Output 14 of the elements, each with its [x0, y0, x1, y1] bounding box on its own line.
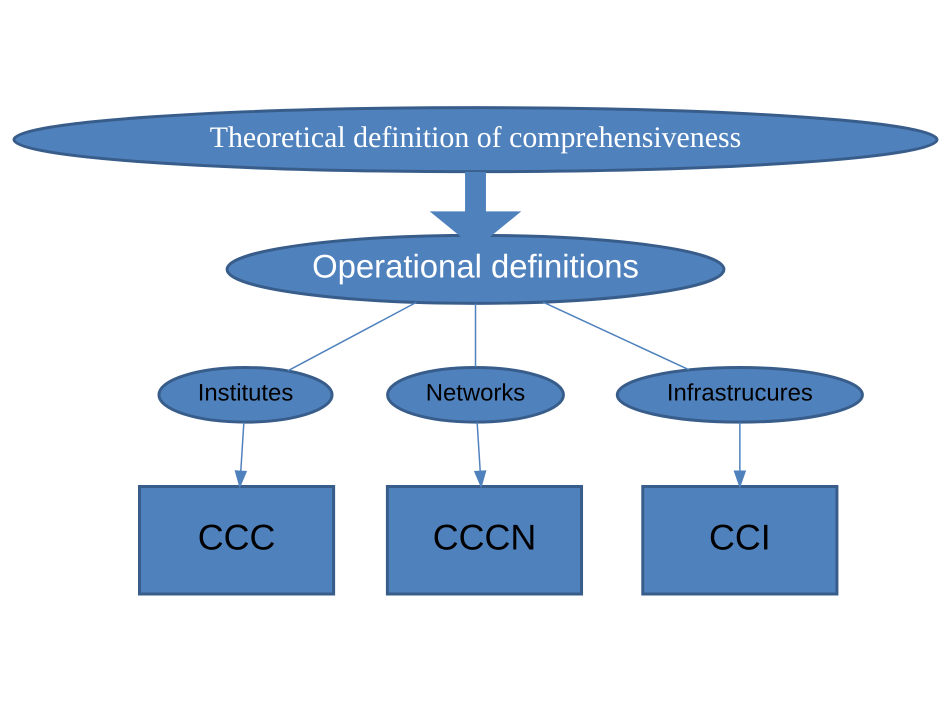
connector — [474, 303, 476, 366]
node-box: CCC — [138, 484, 336, 596]
connector — [287, 301, 417, 371]
node-box: CCCN — [386, 484, 584, 596]
connector — [542, 300, 690, 370]
node-box: CCI — [641, 484, 838, 596]
arrow — [234, 422, 248, 488]
node-ellipse: Theoretical definition of comprehensiveness — [12, 106, 938, 173]
node-ellipse: Institutes — [157, 366, 334, 424]
arrow — [474, 422, 486, 488]
node-ellipse: Operational definitions — [226, 233, 726, 304]
arrow — [734, 422, 746, 488]
node-ellipse: Infrastrucures — [616, 366, 864, 424]
node-ellipse: Networks — [386, 366, 565, 424]
